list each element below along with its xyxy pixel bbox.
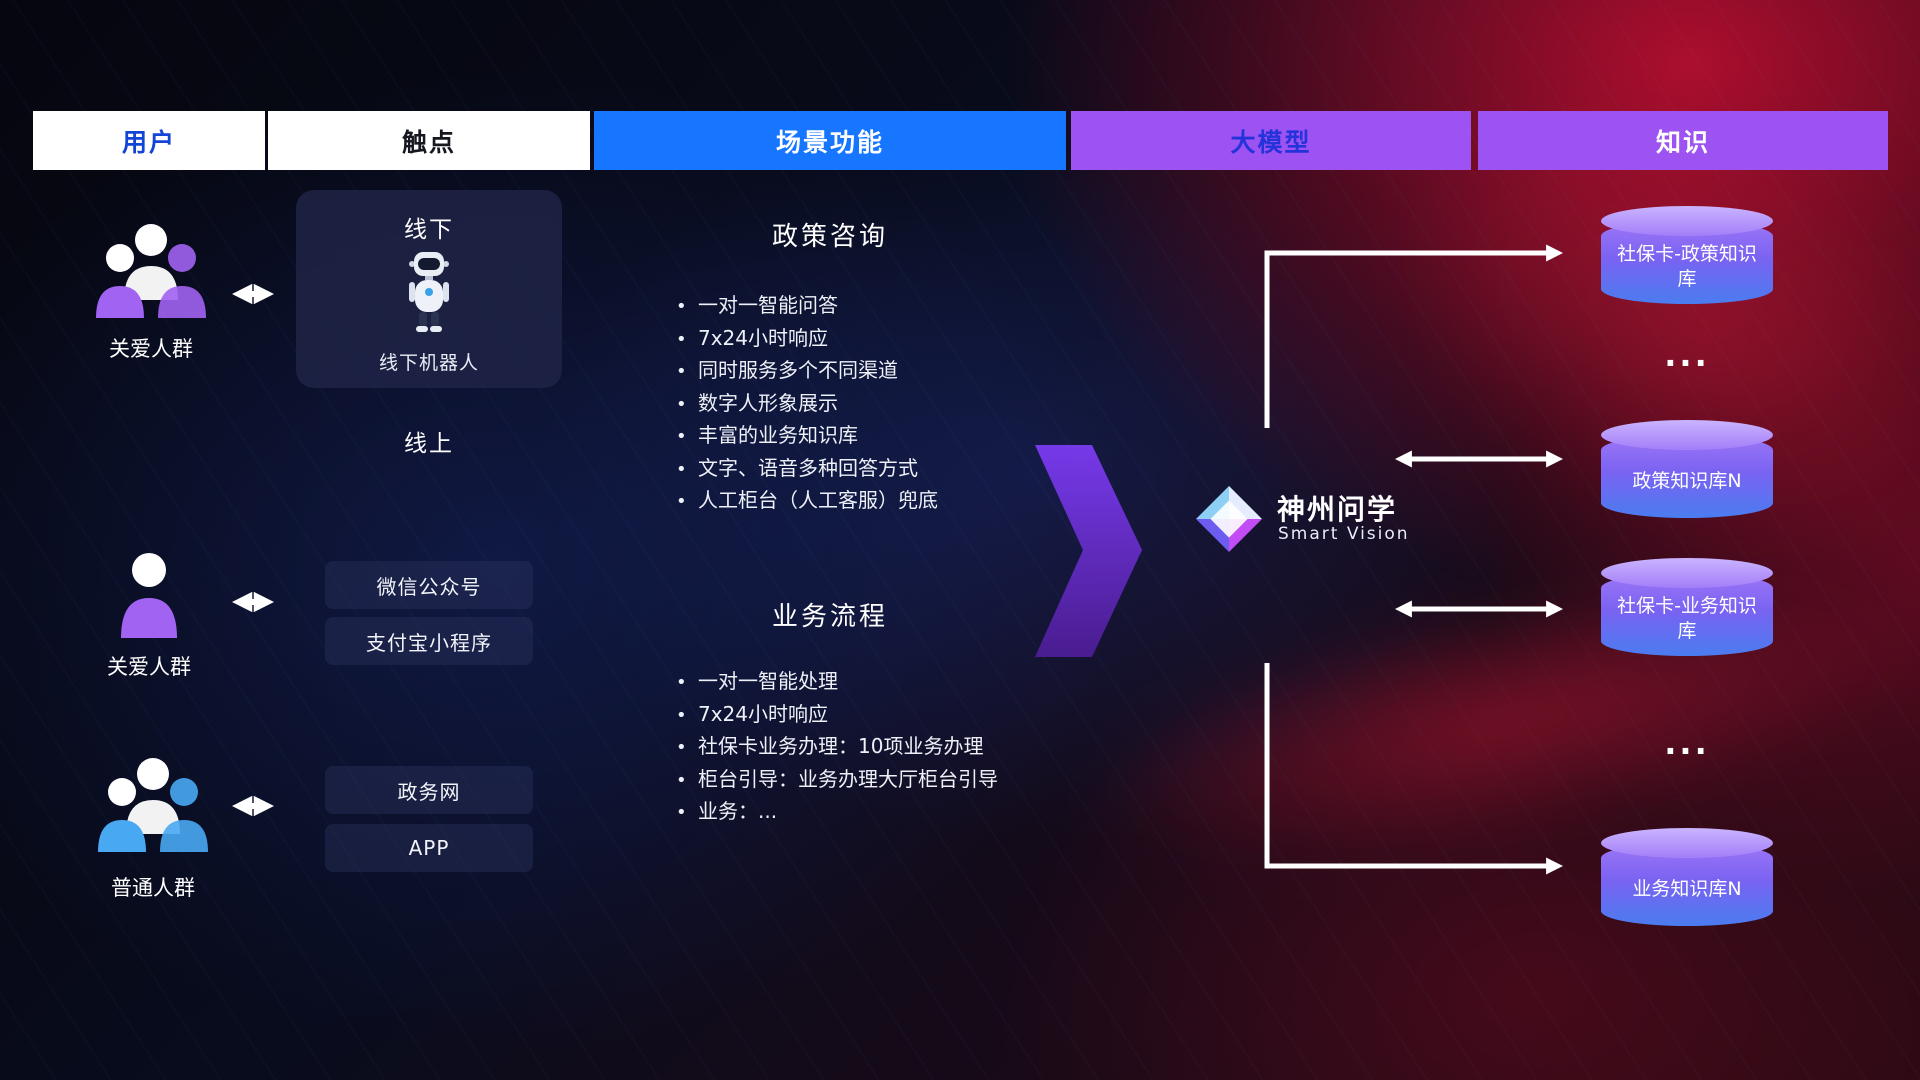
list-item: •7x24小时响应 [676,325,829,350]
arrow-to-kb1 [1264,244,1564,428]
bullet-icon: • [676,802,687,823]
list-item: •文字、语音多种回答方式 [676,455,918,480]
offline-touchpoint-card: 线下 线下机器人 [296,190,562,388]
touchpoint-gov-web: 政务网 [325,766,533,814]
offline-title: 线下 [404,217,454,243]
red-swoosh-bottom [1065,520,1920,920]
user-group-3-label: 普通人群 [111,876,195,900]
database-cylinder: 社保卡-政策知识库 [1601,206,1773,304]
knowledge-label: 社保卡-政策知识库 [1617,243,1757,290]
database-cylinder: 业务知识库N [1601,828,1773,926]
list-item: •一对一智能问答 [676,293,838,317]
online-title: 线上 [404,431,454,457]
bullet-icon: • [676,328,687,350]
users-group-icon [86,214,216,326]
model-name: 神州问学 [1277,493,1398,526]
header-knowledge: 知识 [1478,111,1888,170]
robot-icon [401,250,457,340]
list-item: •人工柜台（人工客服）兜底 [676,488,938,512]
touchpoint-alipay: 支付宝小程序 [325,617,533,665]
knowledge-label: 政策知识库N [1632,469,1742,492]
header-users: 用户 [33,111,265,170]
bullet-icon: • [676,296,687,317]
touchpoint-app: APP [325,824,533,872]
touchpoint-wechat: 微信公众号 [325,561,533,609]
red-glow-top [1322,7,1920,653]
users-group-blue-icon [88,748,218,860]
list-item: •同时服务多个不同渠道 [676,358,898,382]
big-flow-arrow-icon [1020,430,1155,674]
bullet-icon: • [676,491,687,512]
bullet-icon: • [676,769,687,791]
header-scene-functions: 场景功能 [594,111,1066,170]
list-item: •业务：... [676,799,778,823]
bullet-icon: • [676,672,687,693]
user-single-icon [117,550,181,646]
bullet-icon: • [676,737,687,758]
knowledge-label: 社保卡-业务知识库 [1617,595,1757,642]
user-group-1-label: 关爱人群 [109,337,193,361]
bullet-icon: • [676,704,687,726]
list-item: •丰富的业务知识库 [676,423,858,447]
knowledge-label: 业务知识库N [1632,877,1742,900]
ellipsis-more: ... [1664,336,1710,374]
ellipsis-more: ... [1664,724,1710,762]
policy-bullet-list: •一对一智能问答 •7x24小时响应 •同时服务多个不同渠道 •数字人形象展示 … [676,289,1076,517]
list-item: •数字人形象展示 [676,390,838,415]
scene-title-business: 业务流程 [771,602,888,632]
list-item: •社保卡业务办理：10项业务办理 [676,734,984,758]
list-item: •一对一智能处理 [676,669,838,693]
model-subtitle: Smart Vision [1278,524,1410,544]
bullet-icon: • [676,426,687,447]
database-cylinder: 社保卡-业务知识库 [1601,558,1773,656]
smart-vision-logo-icon [1196,486,1262,556]
header-large-model: 大模型 [1071,111,1471,170]
header-touchpoints: 触点 [268,111,590,170]
bullet-icon: • [676,361,687,382]
business-bullet-list: •一对一智能处理 •7x24小时响应 •社保卡业务办理：10项业务办理 •柜台引… [676,665,1076,828]
user-group-2-label: 关爱人群 [107,655,191,679]
bullet-icon: • [676,458,687,480]
robot-caption: 线下机器人 [378,352,479,374]
scene-title-policy: 政策咨询 [771,222,888,252]
list-item: •7x24小时响应 [676,701,829,726]
arrow-to-kb6 [1264,663,1564,875]
list-item: •柜台引导：业务办理大厅柜台引导 [676,766,998,791]
bullet-icon: • [676,393,687,415]
database-cylinder: 政策知识库N [1601,420,1773,518]
